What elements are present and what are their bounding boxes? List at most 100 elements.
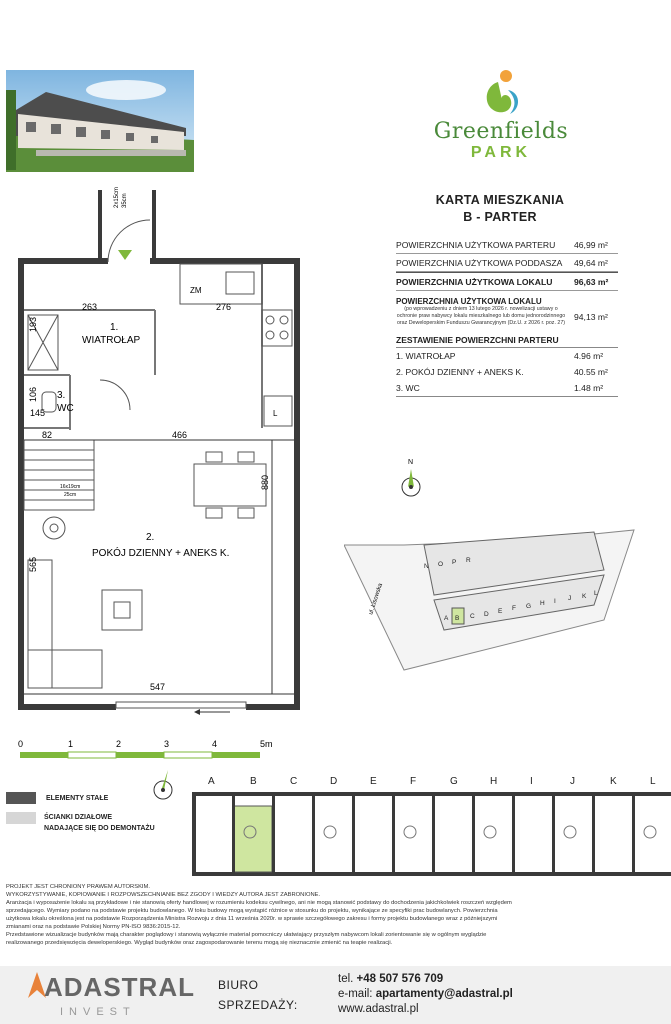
sales-office-label: BIURO SPRZEDAŻY:: [218, 975, 298, 1015]
biuro-line1: BIURO: [218, 978, 259, 992]
stairs-dim2: 25cm: [64, 492, 76, 498]
room-value: 4.96 m²: [574, 351, 604, 361]
unit-label: H: [540, 600, 545, 607]
logo-wordmark: Greenfields: [433, 119, 569, 144]
room2-name: POKÓJ DZIENNY + ANEKS K.: [92, 546, 229, 559]
legend: ELEMENTY STAŁE ŚCIANKI DZIAŁOWE NADAJĄCE…: [6, 792, 186, 834]
site-plan: ul. Lisowska N O P R A B C D E F G H I J…: [344, 529, 635, 671]
adastral-wordmark: ADASTRAL: [44, 972, 195, 1002]
compass-n-label: N: [408, 459, 413, 466]
scale-label: 4: [212, 739, 217, 749]
row-letter: I: [530, 776, 533, 787]
biuro-line2: SPRZEDAŻY:: [218, 998, 298, 1012]
area-label: POWIERZCHNIA UŻYTKOWA LOKALU: [396, 276, 553, 287]
area-value: 96,63 m²: [574, 276, 609, 287]
room1-number: 1.: [110, 322, 118, 333]
door-dim2: 35cm: [122, 193, 128, 208]
area-note-text: (po wprowadzeniu z dniem 13 lutego 2026 …: [396, 306, 566, 326]
website-link[interactable]: www.adastral.pl: [338, 1003, 419, 1015]
unit-label: E: [498, 608, 503, 615]
rooms-heading: ZESTAWIENIE POWIERZCHNI PARTERU: [396, 335, 618, 348]
footer: [0, 966, 671, 1024]
disclaimer-line: realizowanego przedsięwzięcia dewelopers…: [6, 940, 393, 946]
legend-removable: ŚCIANKI DZIAŁOWE NADAJĄCE SIĘ DO DEMONTA…: [6, 812, 186, 834]
unit-label: K: [582, 593, 587, 600]
area-label: POWIERZCHNIA UŻYTKOWA PARTERU: [396, 239, 556, 250]
dim-82: 82: [42, 430, 52, 440]
card-title-line1: KARTA MIESZKANIA: [435, 193, 565, 207]
card-title: KARTA MIESZKANIA B - PARTER: [380, 192, 620, 226]
area-row: POWIERZCHNIA UŻYTKOWA PARTERU 46,99 m²: [396, 236, 618, 254]
unit-label: L: [594, 590, 598, 597]
scale-label: 0: [18, 739, 23, 749]
disclaimer-line: zmianami oraz na podstawie Polskiej Norm…: [6, 924, 181, 930]
room-value: 1.48 m²: [574, 383, 604, 393]
row-letter: J: [570, 776, 575, 787]
dim-145: 145: [30, 408, 45, 418]
dim-106: 106: [28, 387, 38, 402]
legend-fixed-swatch: [6, 792, 36, 804]
room3-name: WC: [57, 403, 74, 414]
stairs-dim: 16x19cm: [60, 484, 80, 490]
dim-263: 263: [82, 302, 97, 312]
area-value: 49,64 m²: [574, 257, 608, 268]
row-letter: H: [490, 776, 497, 787]
fridge-label: ZM: [190, 286, 202, 295]
legend-removable-line2: NADAJĄCE SIĘ DO DEMONTAŻU: [44, 825, 155, 832]
cabinet-label: L: [273, 409, 278, 418]
disclaimer-line: Aranżacja i wyposażenie lokalu są przykł…: [6, 900, 512, 906]
unit-label: G: [526, 603, 531, 610]
room-label: 1. WIATROŁAP: [396, 351, 456, 361]
disclaimer-line: PROJEKT JEST CHRONIONY PRAWEM AUTORSKIM.: [6, 884, 150, 890]
phone-link[interactable]: +48 507 576 709: [356, 973, 444, 985]
room2-number: 2.: [146, 532, 154, 543]
rooms-table: 1. WIATROŁAP 4.96 m² 2. POKÓJ DZIENNY + …: [396, 348, 618, 397]
adastral-star-icon: [28, 972, 46, 998]
area-note-value: 94,13 m²: [574, 311, 608, 322]
greenfields-logo: Greenfields PARK: [426, 68, 576, 168]
row-letter: K: [610, 776, 617, 787]
unit-b-highlight: [233, 805, 273, 873]
row-letter: F: [410, 776, 416, 787]
floor-plan: 2x15cm 35cm ZM L 16x19cm 25cm: [18, 187, 300, 715]
row-letter: B: [250, 776, 257, 787]
dim-466: 466: [172, 430, 187, 440]
scale-label: 2: [116, 739, 121, 749]
logo-subword: PARK: [470, 144, 532, 161]
unit-label: I: [554, 598, 556, 605]
area-label: POWIERZCHNIA UŻYTKOWA PODDASZA: [396, 257, 563, 268]
areas-table: POWIERZCHNIA UŻYTKOWA PARTERU 46,99 m² P…: [396, 236, 618, 397]
area-row-total: POWIERZCHNIA UŻYTKOWA LOKALU 96,63 m²: [396, 272, 618, 291]
unit-label: J: [568, 595, 571, 602]
row-letter: G: [450, 776, 458, 787]
legend-removable-swatch: [6, 812, 36, 824]
building-visualisation-image: [6, 70, 194, 172]
unit-label: O: [438, 561, 443, 568]
unit-label: A: [444, 615, 449, 622]
adastral-logo: ADASTRAL INVEST: [22, 966, 194, 1024]
row-letter: C: [290, 776, 297, 787]
room3-number: 3.: [57, 390, 65, 401]
unit-label: B: [455, 615, 459, 622]
scale-bar: 0 1 2 3 4 5m: [18, 739, 273, 759]
legend-fixed: ELEMENTY STAŁE: [6, 792, 186, 804]
unit-label: C: [470, 613, 475, 620]
unit-label: N: [424, 563, 429, 570]
disclaimer-line: WYKORZYSTYWANIE, KOPIOWANIE I ROZPOWSZEC…: [6, 892, 321, 898]
card-title-line2: B - PARTER: [463, 210, 537, 224]
tel-label: tel.: [338, 973, 354, 985]
row-letter: L: [650, 776, 656, 787]
row-letter: D: [330, 776, 337, 787]
adastral-subword: INVEST: [60, 1006, 136, 1018]
walls: [18, 190, 300, 710]
email-link[interactable]: apartamenty@adastral.pl: [375, 988, 513, 1000]
unit-label: R: [466, 557, 471, 564]
email-label: e-mail:: [338, 988, 373, 1000]
compass-icon: N: [401, 459, 421, 497]
dim-276: 276: [216, 302, 231, 312]
legend-fixed-label: ELEMENTY STAŁE: [45, 794, 109, 802]
area-row: POWIERZCHNIA UŻYTKOWA PODDASZA 49,64 m²: [396, 254, 618, 272]
disclaimer-line: Przedstawione wizualizacje budynków mają…: [6, 932, 487, 938]
disclaimer-line: sprzedającego. Wymiary podano na podstaw…: [6, 908, 498, 914]
compass-icon: [153, 770, 173, 800]
